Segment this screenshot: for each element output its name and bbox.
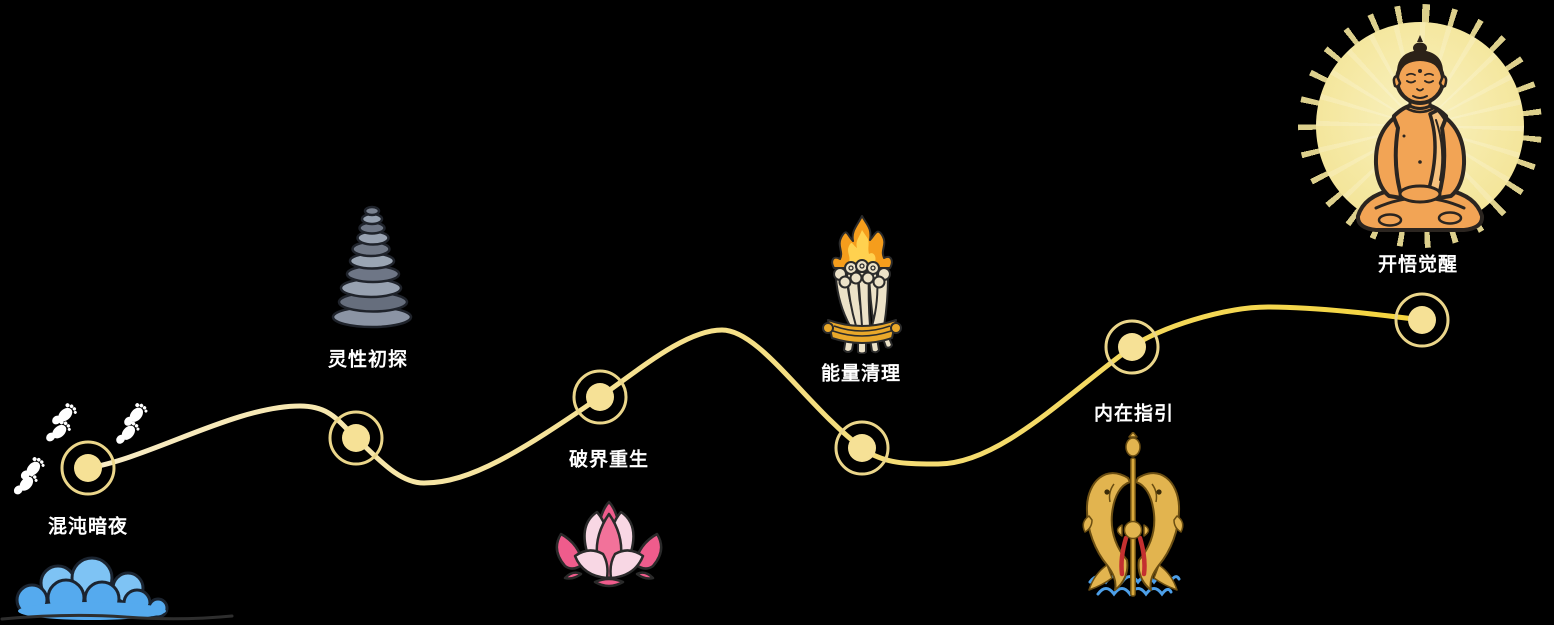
cloud-puffs: [15, 556, 169, 620]
stage-label-4: 能量清理: [820, 362, 902, 385]
milestone-node-4: [834, 420, 890, 476]
milestone-node-3: [572, 369, 628, 425]
milestone-node-6: [1394, 292, 1450, 348]
right-arm: [1436, 116, 1467, 200]
hands: [1398, 184, 1442, 204]
stage-label-3: 破界重生: [568, 448, 650, 471]
lotus-petals: [555, 500, 663, 588]
milestone-node-5: [1104, 319, 1160, 375]
golden-fishes-icon: [1082, 432, 1184, 597]
hair-topknot: [1396, 35, 1444, 74]
dark-cloud-icon: [0, 556, 234, 621]
stage-label-2: 灵性初探: [327, 348, 409, 371]
milestone-node-2: [328, 410, 384, 466]
scroll-bundle: [833, 259, 891, 327]
journey-path: [85, 304, 1425, 486]
face: [1406, 69, 1434, 99]
stage-label-5: 内在指引: [1093, 402, 1175, 425]
lotus-icon: [555, 500, 663, 588]
flame-core: [848, 230, 876, 262]
buddha-icon: [1355, 35, 1485, 232]
stage-label-6: 开悟觉醒: [1377, 253, 1459, 276]
stones: [331, 205, 413, 329]
burning-bundle-icon: [822, 215, 902, 354]
gold-band: [822, 319, 902, 344]
staff: [1116, 432, 1150, 597]
tassels: [1119, 535, 1147, 577]
milestone-node-1: [60, 440, 116, 496]
footprints-icon: [10, 400, 150, 498]
left-arm: [1373, 116, 1404, 200]
stage-label-1: 混沌暗夜: [47, 515, 129, 538]
stone-cairn-icon: [331, 205, 413, 329]
ground-line: [0, 613, 234, 621]
